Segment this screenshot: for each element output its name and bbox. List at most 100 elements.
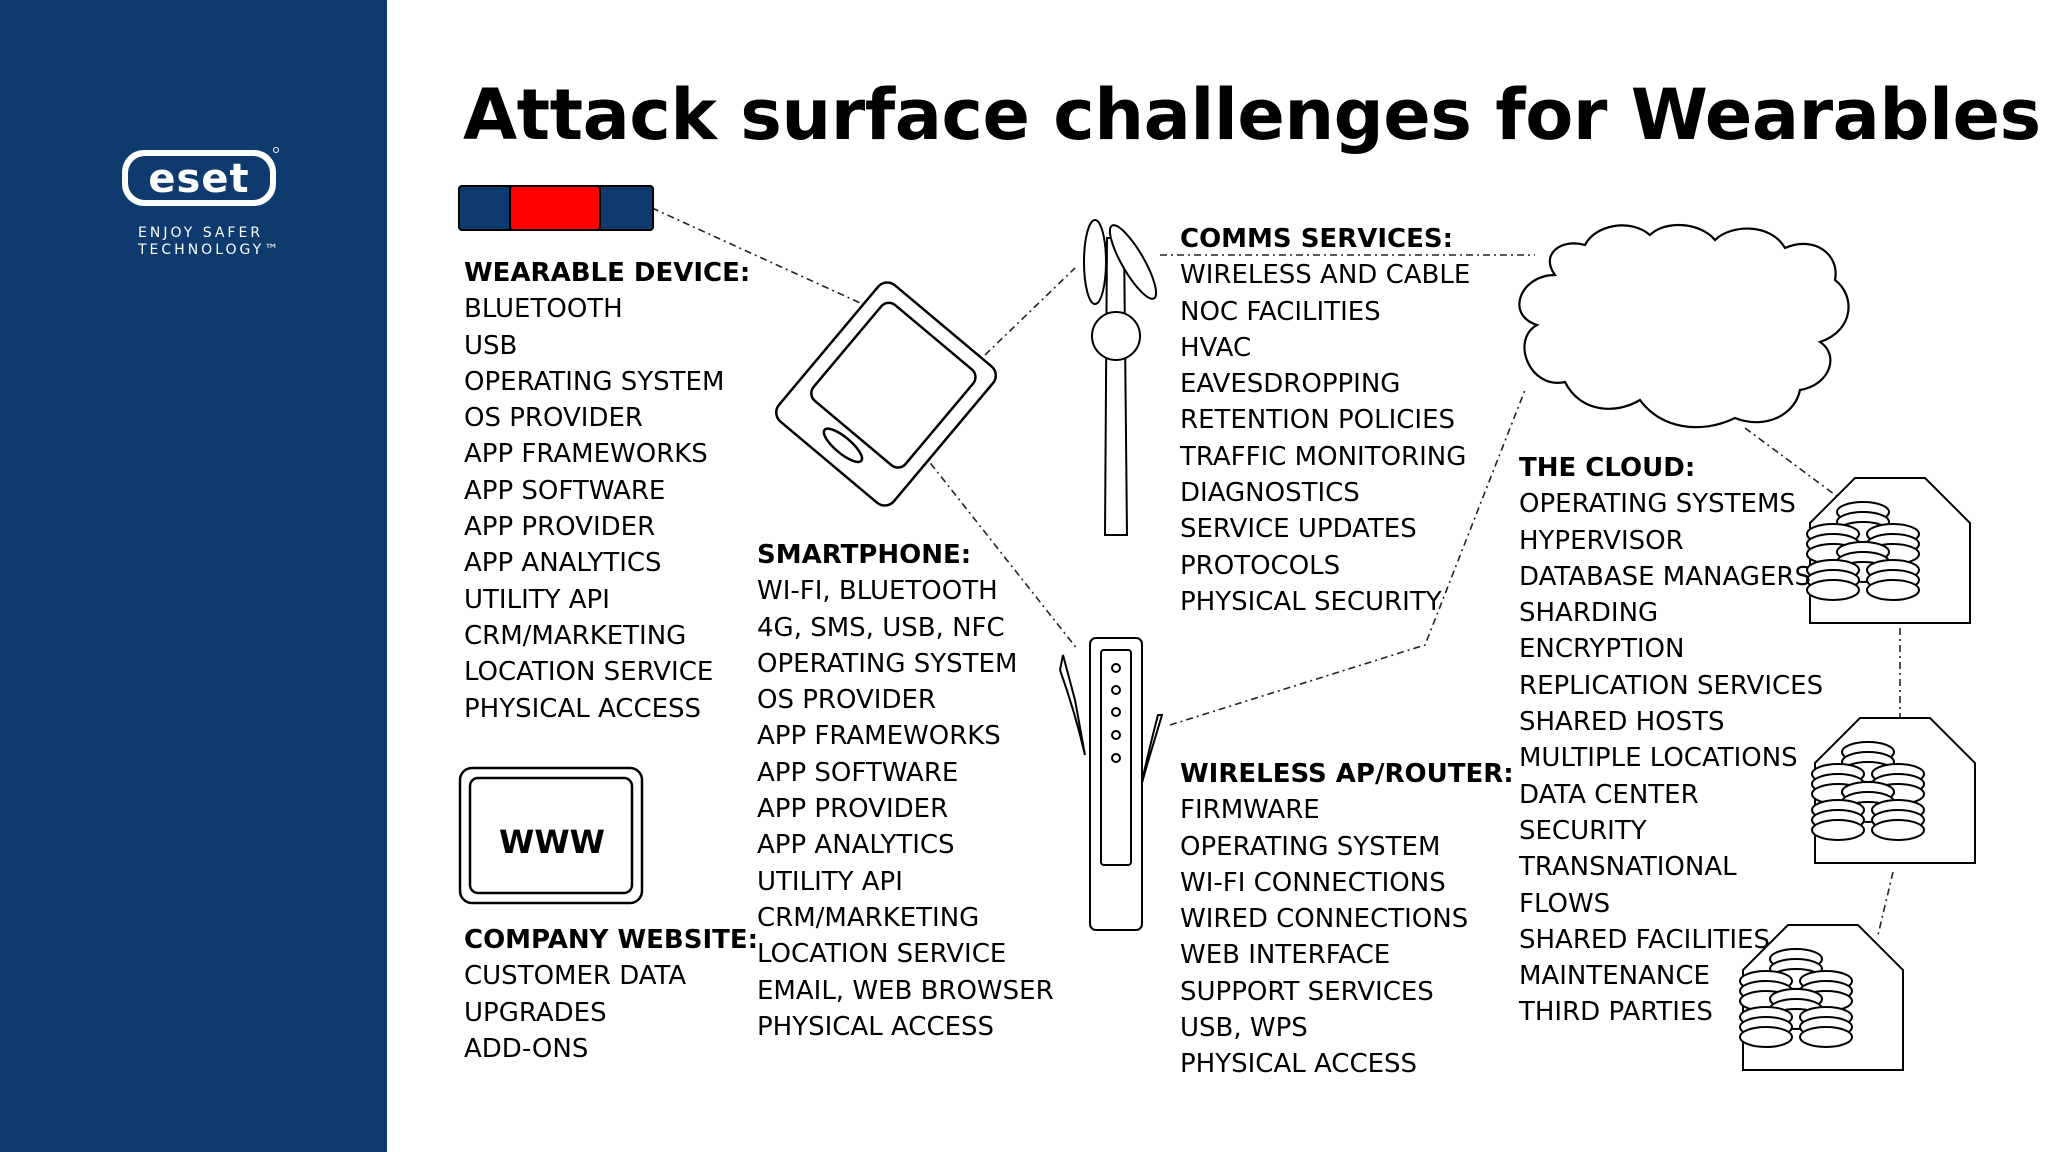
list-item: CRM/MARKETING xyxy=(757,902,980,933)
wireless-router-heading: WIRELESS AP/ROUTER: xyxy=(1180,759,1514,789)
list-item: DATABASE MANAGERS xyxy=(1519,561,1811,592)
list-item: TRAFFIC MONITORING xyxy=(1180,441,1467,472)
list-item: THIRD PARTIES xyxy=(1519,997,1713,1028)
wearable-band-icon xyxy=(458,185,654,231)
smartphone-heading: SMARTPHONE: xyxy=(757,540,972,570)
wireless-router-block: WIRELESS AP/ROUTER: FIRMWARE OPERATING SY… xyxy=(1180,756,1514,1083)
database-server-icon xyxy=(1739,477,1976,1071)
wearable-device-heading: WEARABLE DEVICE: xyxy=(464,258,751,288)
list-item: PHYSICAL SECURITY xyxy=(1180,586,1442,617)
list-item: HYPERVISOR xyxy=(1519,525,1684,556)
connector-wearable-phone xyxy=(651,207,881,313)
list-item: APP FRAMEWORKS xyxy=(464,439,708,470)
list-item: TRANSNATIONAL xyxy=(1519,852,1737,883)
list-item: OS PROVIDER xyxy=(464,403,643,434)
list-item: CUSTOMER DATA xyxy=(464,961,687,992)
list-item: OPERATING SYSTEMS xyxy=(1519,489,1796,520)
list-item: FIRMWARE xyxy=(1180,795,1320,826)
cell-tower-icon xyxy=(1083,219,1158,536)
list-item: OPERATING SYSTEM xyxy=(464,366,725,397)
list-item: SHARDING xyxy=(1519,598,1659,629)
list-item: SHARED FACILITIES xyxy=(1519,924,1770,955)
list-item: PHYSICAL ACCESS xyxy=(464,693,702,724)
brand-tagline: ENJOY SAFER TECHNOLOGY™ xyxy=(138,225,338,259)
database-server-2 xyxy=(1811,717,1976,864)
list-item: SERVICE UPDATES xyxy=(1180,514,1417,545)
list-item: PHYSICAL ACCESS xyxy=(1180,1049,1418,1080)
wearable-device-block: WEARABLE DEVICE: BLUETOOTH USB OPERATING S… xyxy=(464,255,750,727)
database-server-1 xyxy=(1806,477,1971,624)
brand-sidebar: eset ENJOY SAFER TECHNOLOGY™ xyxy=(0,0,387,1152)
list-item: NOC FACILITIES xyxy=(1180,296,1381,327)
tagline-line-1: ENJOY SAFER xyxy=(138,225,264,241)
smartphone-list: WI-FI, BLUETOOTH 4G, SMS, USB, NFC OPERATI… xyxy=(757,573,1054,1045)
list-item: EAVESDROPPING xyxy=(1180,369,1401,400)
wireless-router-list: FIRMWARE OPERATING SYSTEM WI-FI CONNECTION… xyxy=(1180,792,1514,1082)
list-item: WIRED CONNECTIONS xyxy=(1180,904,1469,935)
tagline-line-2: TECHNOLOGY™ xyxy=(138,242,282,258)
list-item: OPERATING SYSTEM xyxy=(757,648,1018,679)
list-item: APP SOFTWARE xyxy=(464,475,666,506)
list-item: SHARED HOSTS xyxy=(1519,707,1725,738)
list-item: USB xyxy=(464,330,518,361)
list-item: SECURITY xyxy=(1519,815,1647,846)
list-item: WEB INTERFACE xyxy=(1180,940,1391,971)
list-item: SUPPORT SERVICES xyxy=(1180,976,1434,1007)
list-item: UTILITY API xyxy=(464,584,610,615)
router-icon xyxy=(1058,637,1164,931)
connector-cloud-db1 xyxy=(1744,427,1843,501)
list-item: LOCATION SERVICE xyxy=(464,657,714,688)
list-item: MULTIPLE LOCATIONS xyxy=(1519,743,1798,774)
connector-router-cloud xyxy=(1169,389,1526,726)
company-website-list: CUSTOMER DATA UPGRADES ADD-ONS xyxy=(464,958,758,1067)
list-item: OS PROVIDER xyxy=(757,685,936,716)
list-item: MAINTENANCE xyxy=(1519,961,1710,992)
list-item: UTILITY API xyxy=(757,866,903,897)
list-item: PHYSICAL ACCESS xyxy=(757,1011,995,1042)
slide-title: Attack surface challenges for Wearables xyxy=(463,74,2041,156)
list-item: USB, WPS xyxy=(1180,1013,1308,1044)
cloud-icon xyxy=(1518,223,1850,429)
connector-db2-db3 xyxy=(1877,871,1894,936)
list-item: DATA CENTER xyxy=(1519,779,1699,810)
list-item: APP FRAMEWORKS xyxy=(757,721,1001,752)
list-item: ENCRYPTION xyxy=(1519,634,1685,665)
list-item: HVAC xyxy=(1180,332,1252,363)
list-item: APP ANALYTICS xyxy=(464,548,662,579)
list-item: WI-FI CONNECTIONS xyxy=(1180,867,1446,898)
list-item: REPLICATION SERVICES xyxy=(1519,670,1824,701)
list-item: WIRELESS AND CABLE xyxy=(1180,260,1471,291)
list-item: RETENTION POLICIES xyxy=(1180,405,1456,436)
svg-text:eset: eset xyxy=(148,156,249,202)
list-item: WI-FI, BLUETOOTH xyxy=(757,576,998,607)
cloud-heading: THE CLOUD: xyxy=(1519,453,1696,483)
wearable-device-list: BLUETOOTH USB OPERATING SYSTEM OS PROVIDER A… xyxy=(464,291,750,727)
list-item: PROTOCOLS xyxy=(1180,550,1341,581)
list-item: OPERATING SYSTEM xyxy=(1180,831,1441,862)
cloud-list: OPERATING SYSTEMS HYPERVISOR DATABASE MANA… xyxy=(1519,486,1823,1030)
smartphone-block: SMARTPHONE: WI-FI, BLUETOOTH 4G, SMS, USB… xyxy=(757,537,1054,1045)
connector-phone-tower xyxy=(984,267,1076,356)
comms-services-list: WIRELESS AND CABLE NOC FACILITIES HVAC EAVE… xyxy=(1180,257,1470,620)
list-item: CRM/MARKETING xyxy=(464,620,687,651)
list-item: DIAGNOSTICS xyxy=(1180,478,1360,509)
www-website-icon xyxy=(458,766,644,905)
list-item: APP ANALYTICS xyxy=(757,830,955,861)
comms-services-heading: COMMS SERVICES: xyxy=(1180,224,1453,254)
www-label: WWW xyxy=(499,823,605,861)
list-item: EMAIL, WEB BROWSER xyxy=(757,975,1054,1006)
list-item: LOCATION SERVICE xyxy=(757,939,1007,970)
list-item: BLUETOOTH xyxy=(464,294,623,325)
smartphone-icon xyxy=(774,281,998,507)
list-item: ADD-ONS xyxy=(464,1033,589,1064)
list-item: APP PROVIDER xyxy=(464,512,656,543)
cloud-block: THE CLOUD: OPERATING SYSTEMS HYPERVISOR DA… xyxy=(1519,450,1823,1031)
list-item: 4G, SMS, USB, NFC xyxy=(757,612,1005,643)
eset-logo: eset xyxy=(122,147,279,206)
database-server-3 xyxy=(1739,924,1904,1071)
list-item: UPGRADES xyxy=(464,997,607,1028)
list-item: APP PROVIDER xyxy=(757,794,949,825)
list-item: FLOWS xyxy=(1519,888,1611,919)
